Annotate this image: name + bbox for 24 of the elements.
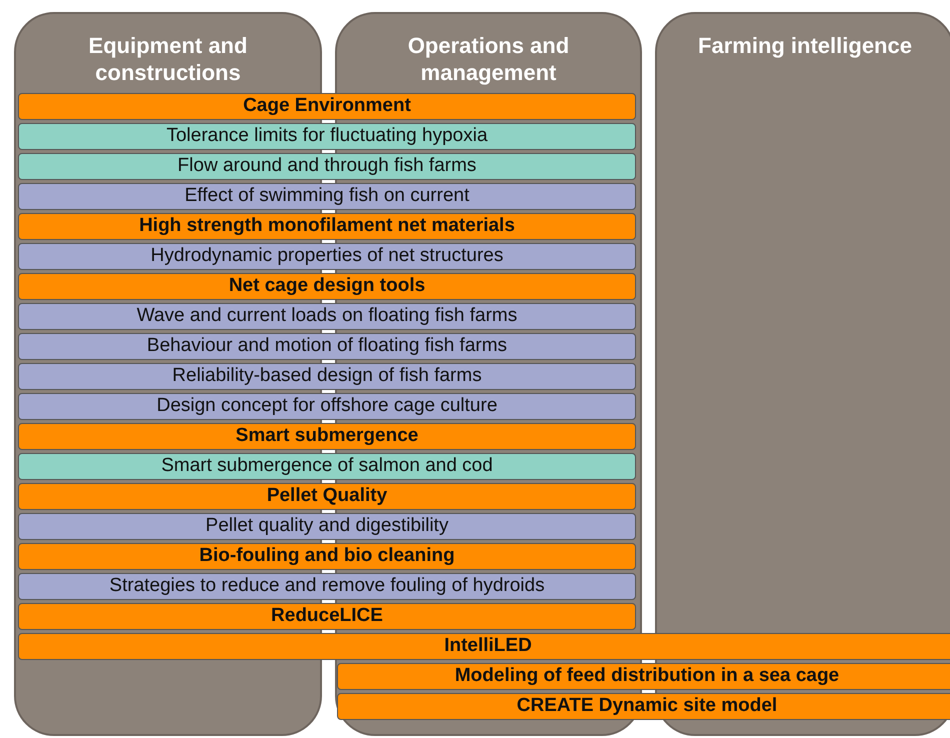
column-heading: Equipment and constructions — [88, 32, 248, 86]
project-bar: CREATE Dynamic site model — [337, 693, 950, 720]
project-bar: IntelliLED — [18, 633, 950, 660]
topic-bar: Design concept for offshore cage culture — [18, 393, 636, 420]
topic-bar: Tolerance limits for fluctuating hypoxia — [18, 123, 636, 150]
topic-bar: Reliability-based design of fish farms — [18, 363, 636, 390]
project-bar: Bio-fouling and bio cleaning — [18, 543, 636, 570]
topic-bar: Pellet quality and digestibility — [18, 513, 636, 540]
topic-bar: Effect of swimming fish on current — [18, 183, 636, 210]
project-bar: Pellet Quality — [18, 483, 636, 510]
column-heading: Operations and management — [406, 32, 570, 86]
project-bar: Modeling of feed distribution in a sea cage — [337, 663, 950, 690]
project-bar: Net cage design tools — [18, 273, 636, 300]
column-heading: Farming intelligence — [697, 32, 913, 59]
project-bar: Cage Environment — [18, 93, 636, 120]
topic-bar: Wave and current loads on floating fish farms — [18, 303, 636, 330]
project-bar: High strength monofilament net materials — [18, 213, 636, 240]
topic-bar: Flow around and through fish farms — [18, 153, 636, 180]
project-bar: ReduceLICE — [18, 603, 636, 630]
project-bar: Smart submergence — [18, 423, 636, 450]
topic-bar: Hydrodynamic properties of net structures — [18, 243, 636, 270]
topic-bar: Smart submergence of salmon and cod — [18, 453, 636, 480]
topic-bar: Strategies to reduce and remove fouling of hydroids — [18, 573, 636, 600]
topic-bar: Behaviour and motion of floating fish farms — [18, 333, 636, 360]
